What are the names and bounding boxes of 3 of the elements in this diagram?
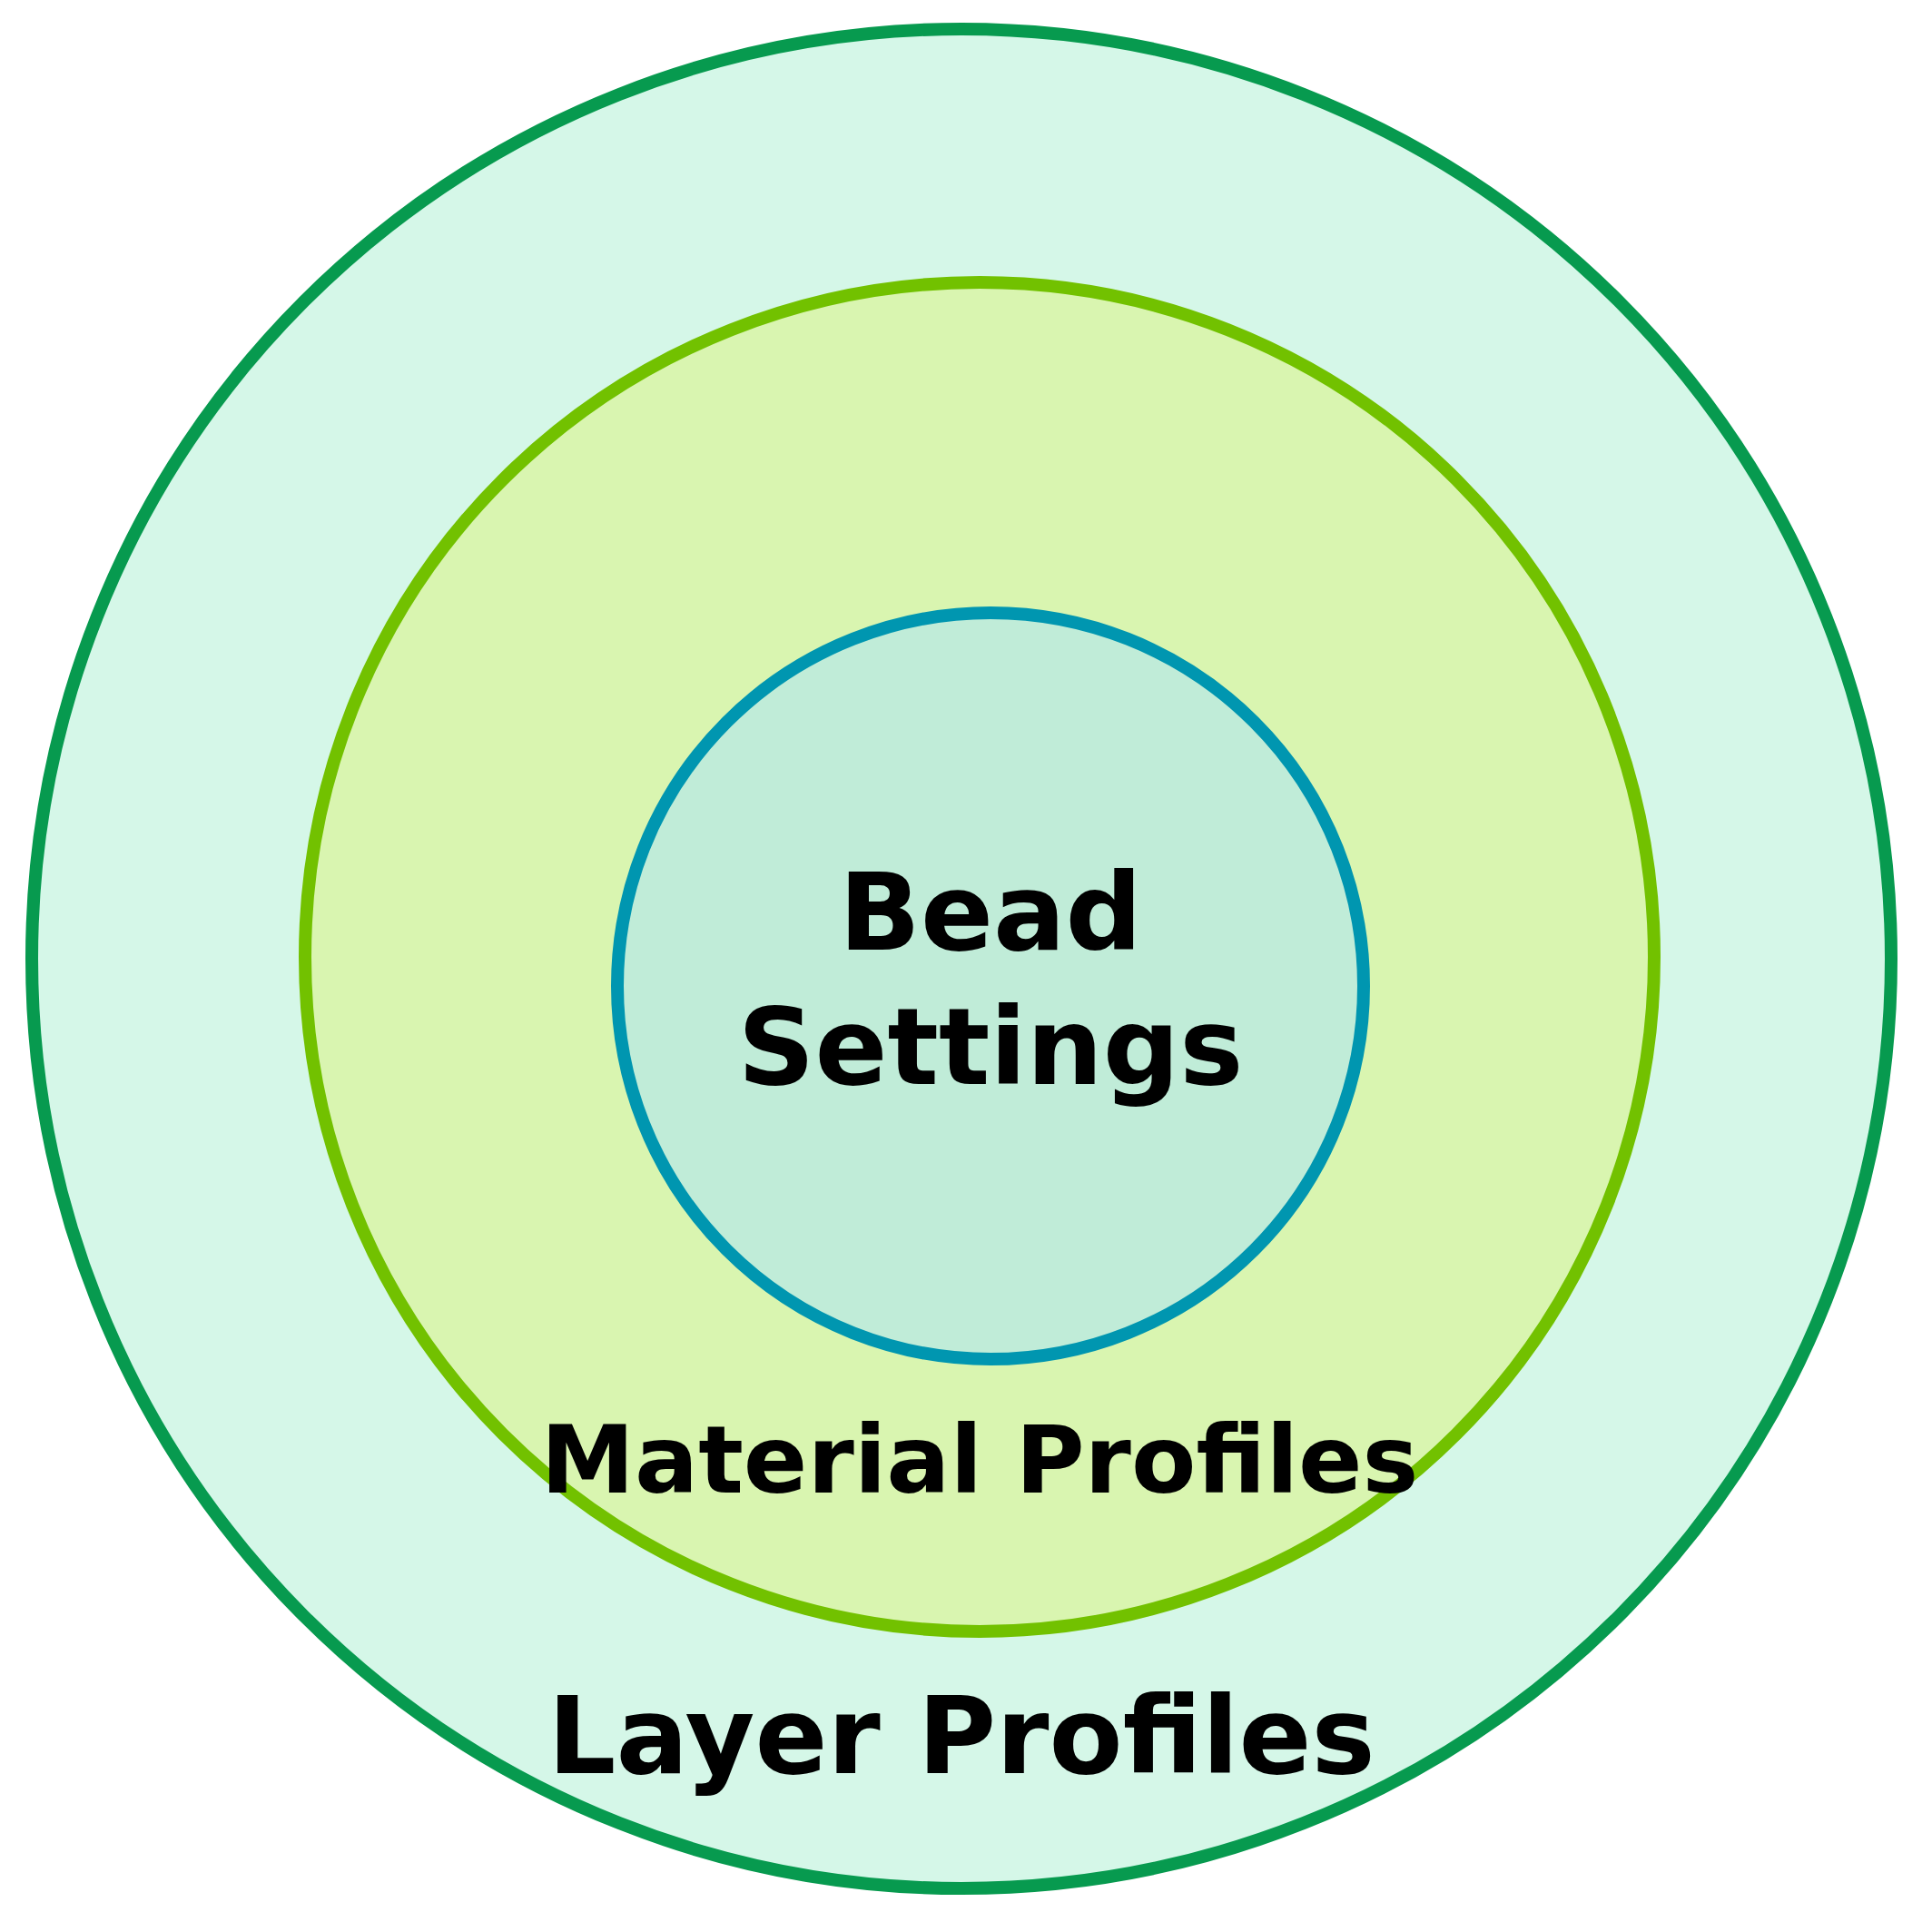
region-label: Layer Profiles [547, 1672, 1375, 1800]
region-label: Bead Settings [736, 849, 1245, 1111]
region-label: Material Profiles [540, 1404, 1419, 1517]
